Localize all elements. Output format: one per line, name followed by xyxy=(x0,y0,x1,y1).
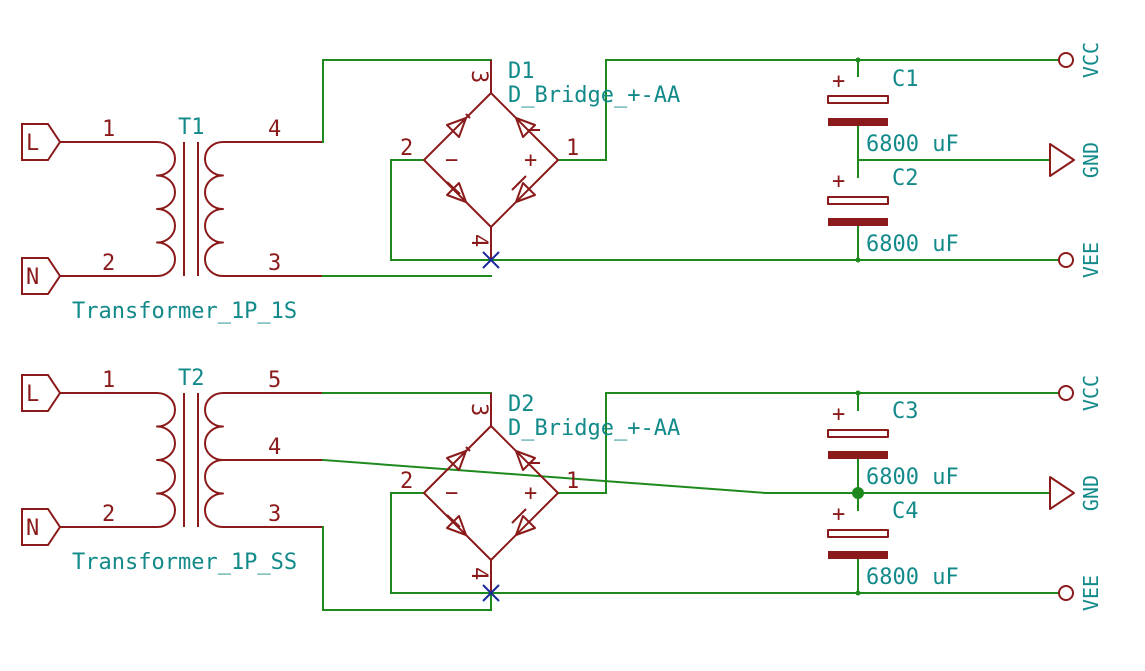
c4-reference: C4 xyxy=(892,499,919,524)
d2-value: D_Bridge_+-AA xyxy=(508,416,680,441)
port-neutral-2-label: N xyxy=(26,516,39,541)
d1-pin-4: 4 xyxy=(466,234,491,247)
c3-value: 6800 uF xyxy=(866,465,959,490)
t2-reference: T2 xyxy=(178,366,205,391)
unit-2: L N 1 2 5 4 3 T2 Transformer_1P_SS xyxy=(21,366,1103,611)
unit-1: L N 1 2 4 3 T1 Transformer_1P_1S xyxy=(21,42,1103,324)
port-line-1[interactable]: L xyxy=(21,123,62,161)
c3-plus: + xyxy=(832,402,845,427)
t2-pin-2: 2 xyxy=(102,502,115,527)
port-line-2-label: L xyxy=(26,382,39,407)
c3-reference: C3 xyxy=(892,399,919,424)
d1-reference: D1 xyxy=(508,59,535,84)
d1-pin-1: 1 xyxy=(566,136,579,161)
t1-pin-4: 4 xyxy=(268,117,281,142)
port-neutral-1-label: N xyxy=(26,265,39,290)
c1-plus: + xyxy=(832,69,845,94)
t1-pin-1: 1 xyxy=(102,117,115,142)
d2-pin-1: 1 xyxy=(566,469,579,494)
t1-reference: T1 xyxy=(178,115,205,140)
net-vee-2[interactable]: VEE xyxy=(1058,575,1103,611)
t2-pin-3: 3 xyxy=(268,502,281,527)
c1-value: 6800 uF xyxy=(866,132,959,157)
t1-pin-3: 3 xyxy=(268,251,281,276)
c4-plus: + xyxy=(832,502,845,527)
d2-pin-4: 4 xyxy=(466,567,491,580)
bridge-d1[interactable]: 3 2 1 4 − + D1 D_Bridge_+-AA xyxy=(400,59,680,260)
transformer-t1[interactable]: 1 2 4 3 T1 Transformer_1P_1S xyxy=(60,115,323,324)
c2-plus: + xyxy=(832,169,845,194)
net-vcc-1[interactable]: VCC xyxy=(1058,42,1103,78)
d2-plus: + xyxy=(524,481,537,506)
net-vcc-2-label: VCC xyxy=(1079,375,1103,411)
d1-value: D_Bridge_+-AA xyxy=(508,83,680,108)
d1-pin-3: 3 xyxy=(466,70,491,83)
net-gnd-2-label: GND xyxy=(1079,475,1103,511)
d1-minus: − xyxy=(445,148,458,173)
t1-pin-2: 2 xyxy=(102,251,115,276)
net-vcc-1-label: VCC xyxy=(1079,42,1103,78)
t2-pin-5: 5 xyxy=(268,368,281,393)
capacitor-c3[interactable]: + C3 6800 uF xyxy=(827,399,959,490)
transformer-t2[interactable]: 1 2 5 4 3 T2 Transformer_1P_SS xyxy=(60,366,323,575)
bridge-d2[interactable]: 3 2 1 4 − + D2 D_Bridge_+-AA xyxy=(400,392,680,593)
no-connect-1 xyxy=(482,251,500,269)
d1-pin-2: 2 xyxy=(400,136,413,161)
net-gnd-1[interactable]: GND xyxy=(1049,142,1103,178)
c1-reference: C1 xyxy=(892,67,919,92)
t2-value: Transformer_1P_SS xyxy=(72,550,297,575)
net-vee-2-label: VEE xyxy=(1079,575,1103,611)
port-line-2[interactable]: L xyxy=(21,374,62,412)
net-vcc-2[interactable]: VCC xyxy=(1058,375,1103,411)
net-gnd-1-label: GND xyxy=(1079,142,1103,178)
t2-pin-4: 4 xyxy=(268,435,281,460)
port-line-1-label: L xyxy=(26,131,39,156)
capacitor-c2[interactable]: + C2 6800 uF xyxy=(827,166,959,257)
port-neutral-1[interactable]: N xyxy=(21,257,62,295)
capacitor-c4[interactable]: + C4 6800 uF xyxy=(827,499,959,590)
c2-value: 6800 uF xyxy=(866,232,959,257)
c2-reference: C2 xyxy=(892,166,919,191)
d1-plus: + xyxy=(524,148,537,173)
net-gnd-2[interactable]: GND xyxy=(1049,475,1103,511)
t2-pin-1: 1 xyxy=(102,368,115,393)
capacitor-c1[interactable]: + C1 6800 uF xyxy=(827,67,959,157)
net-vee-1-label: VEE xyxy=(1079,242,1103,278)
d2-pin-3: 3 xyxy=(466,403,491,416)
port-neutral-2[interactable]: N xyxy=(21,508,62,546)
d2-minus: − xyxy=(445,481,458,506)
unit-1-wires xyxy=(322,57,1059,277)
t1-value: Transformer_1P_1S xyxy=(72,299,297,324)
d2-reference: D2 xyxy=(508,392,535,417)
c4-value: 6800 uF xyxy=(866,565,959,590)
net-vee-1[interactable]: VEE xyxy=(1058,242,1103,278)
no-connect-2 xyxy=(482,584,500,602)
d2-pin-2: 2 xyxy=(400,469,413,494)
